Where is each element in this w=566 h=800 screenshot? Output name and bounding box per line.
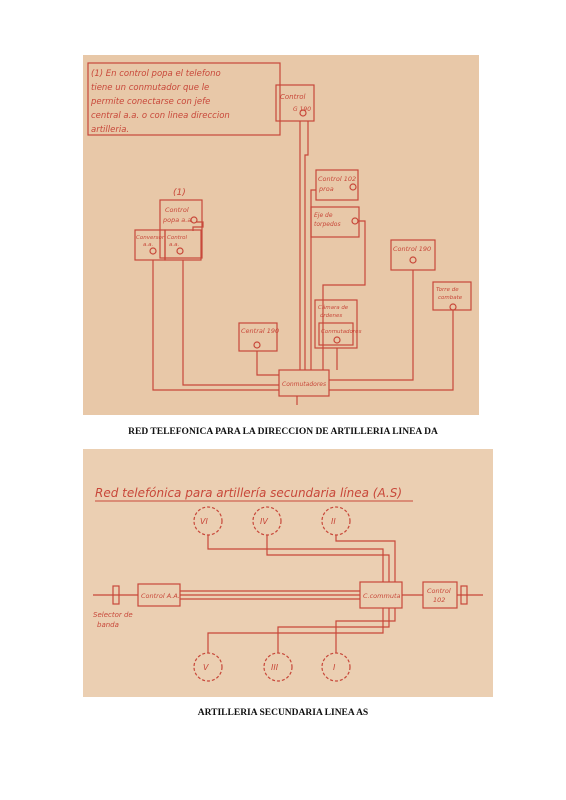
control-proa-num: G 190 bbox=[293, 106, 311, 113]
eje-label-2: torpedos bbox=[314, 221, 341, 228]
caption-da: RED TELEFONICA PARA LA DIRECCION DE ARTI… bbox=[128, 427, 438, 437]
control-aa-label-2: a.a. bbox=[169, 242, 179, 248]
circle-ii bbox=[321, 506, 351, 536]
label-iii: III bbox=[271, 663, 279, 672]
box-control-popa bbox=[159, 199, 203, 259]
control-102-as-label-1: Control bbox=[427, 587, 451, 595]
diagram-as-title: Red telefónica para artillería secundari… bbox=[95, 486, 402, 500]
note-line-5: artilleria. bbox=[91, 125, 129, 135]
control-popa-label-1: Control bbox=[165, 206, 189, 214]
camara-label-1: Cámara de bbox=[318, 304, 349, 311]
box-control-proa bbox=[275, 84, 315, 122]
torre-label-2: combate bbox=[438, 295, 463, 301]
control-102-label: Control 102 bbox=[318, 175, 356, 183]
note-line-1: (1) En control popa el telefono bbox=[91, 69, 221, 79]
conversor-label-1: Conversor bbox=[136, 235, 165, 241]
camara-label-2: órdenes bbox=[320, 312, 342, 319]
commuta-label: C.commuta bbox=[363, 592, 400, 600]
control-aa-as-label: Control A.A. bbox=[141, 592, 180, 600]
label-ii: II bbox=[331, 517, 336, 526]
note-box bbox=[87, 62, 281, 136]
label-v: V bbox=[203, 663, 209, 672]
selector-label-1: Selector de bbox=[93, 611, 133, 619]
control-102-as-label-2: 102 bbox=[433, 596, 445, 604]
conmutadores-small-label: Conmutadores bbox=[321, 329, 362, 335]
circle-i bbox=[321, 652, 351, 682]
box-camara-ordenes bbox=[314, 299, 358, 349]
central-190-label: Central 190 bbox=[241, 327, 279, 335]
note-line-2: tiene un conmutador que le bbox=[91, 83, 209, 93]
torre-label-1: Torre de bbox=[436, 287, 459, 293]
caption-as: ARTILLERIA SECUNDARIA LINEA AS bbox=[197, 708, 369, 718]
control-proa-label: Control bbox=[280, 93, 306, 101]
note-line-4: central a.a. o con linea direccion bbox=[91, 111, 230, 121]
control-popa-label-2: popa a.a. bbox=[162, 216, 193, 224]
control-aa-label-1: Control bbox=[167, 235, 187, 241]
circle-vi bbox=[193, 506, 223, 536]
diagram-da: (1) En control popa el telefono tiene un… bbox=[87, 62, 472, 405]
label-iv: IV bbox=[260, 517, 268, 526]
box-conmutadores-main bbox=[278, 369, 330, 397]
box-conmutadores-small bbox=[318, 322, 354, 346]
control-190-label: Control 190 bbox=[393, 245, 431, 253]
box-central-190 bbox=[238, 322, 278, 352]
marker-label: (1) bbox=[173, 188, 186, 198]
note-line-3: permite conectarse con jefe bbox=[90, 97, 210, 107]
control-102-proa: proa bbox=[318, 185, 334, 193]
selector-label-2: banda bbox=[97, 621, 119, 629]
diagram-da-photo: (1) En control popa el telefono tiene un… bbox=[83, 55, 479, 415]
label-vi: VI bbox=[200, 517, 208, 526]
diagram-as-photo: Red telefónica para artillería secundari… bbox=[83, 449, 493, 697]
label-i: I bbox=[333, 663, 336, 672]
conmutadores-main-label: Conmutadores bbox=[282, 381, 326, 388]
conversor-label-2: a.a. bbox=[143, 242, 153, 248]
box-control-102 bbox=[315, 169, 359, 201]
diagram-as: Red telefónica para artillería secundari… bbox=[93, 486, 483, 682]
box-control-102-as bbox=[422, 581, 458, 609]
eje-label-1: Eje de bbox=[314, 212, 333, 219]
